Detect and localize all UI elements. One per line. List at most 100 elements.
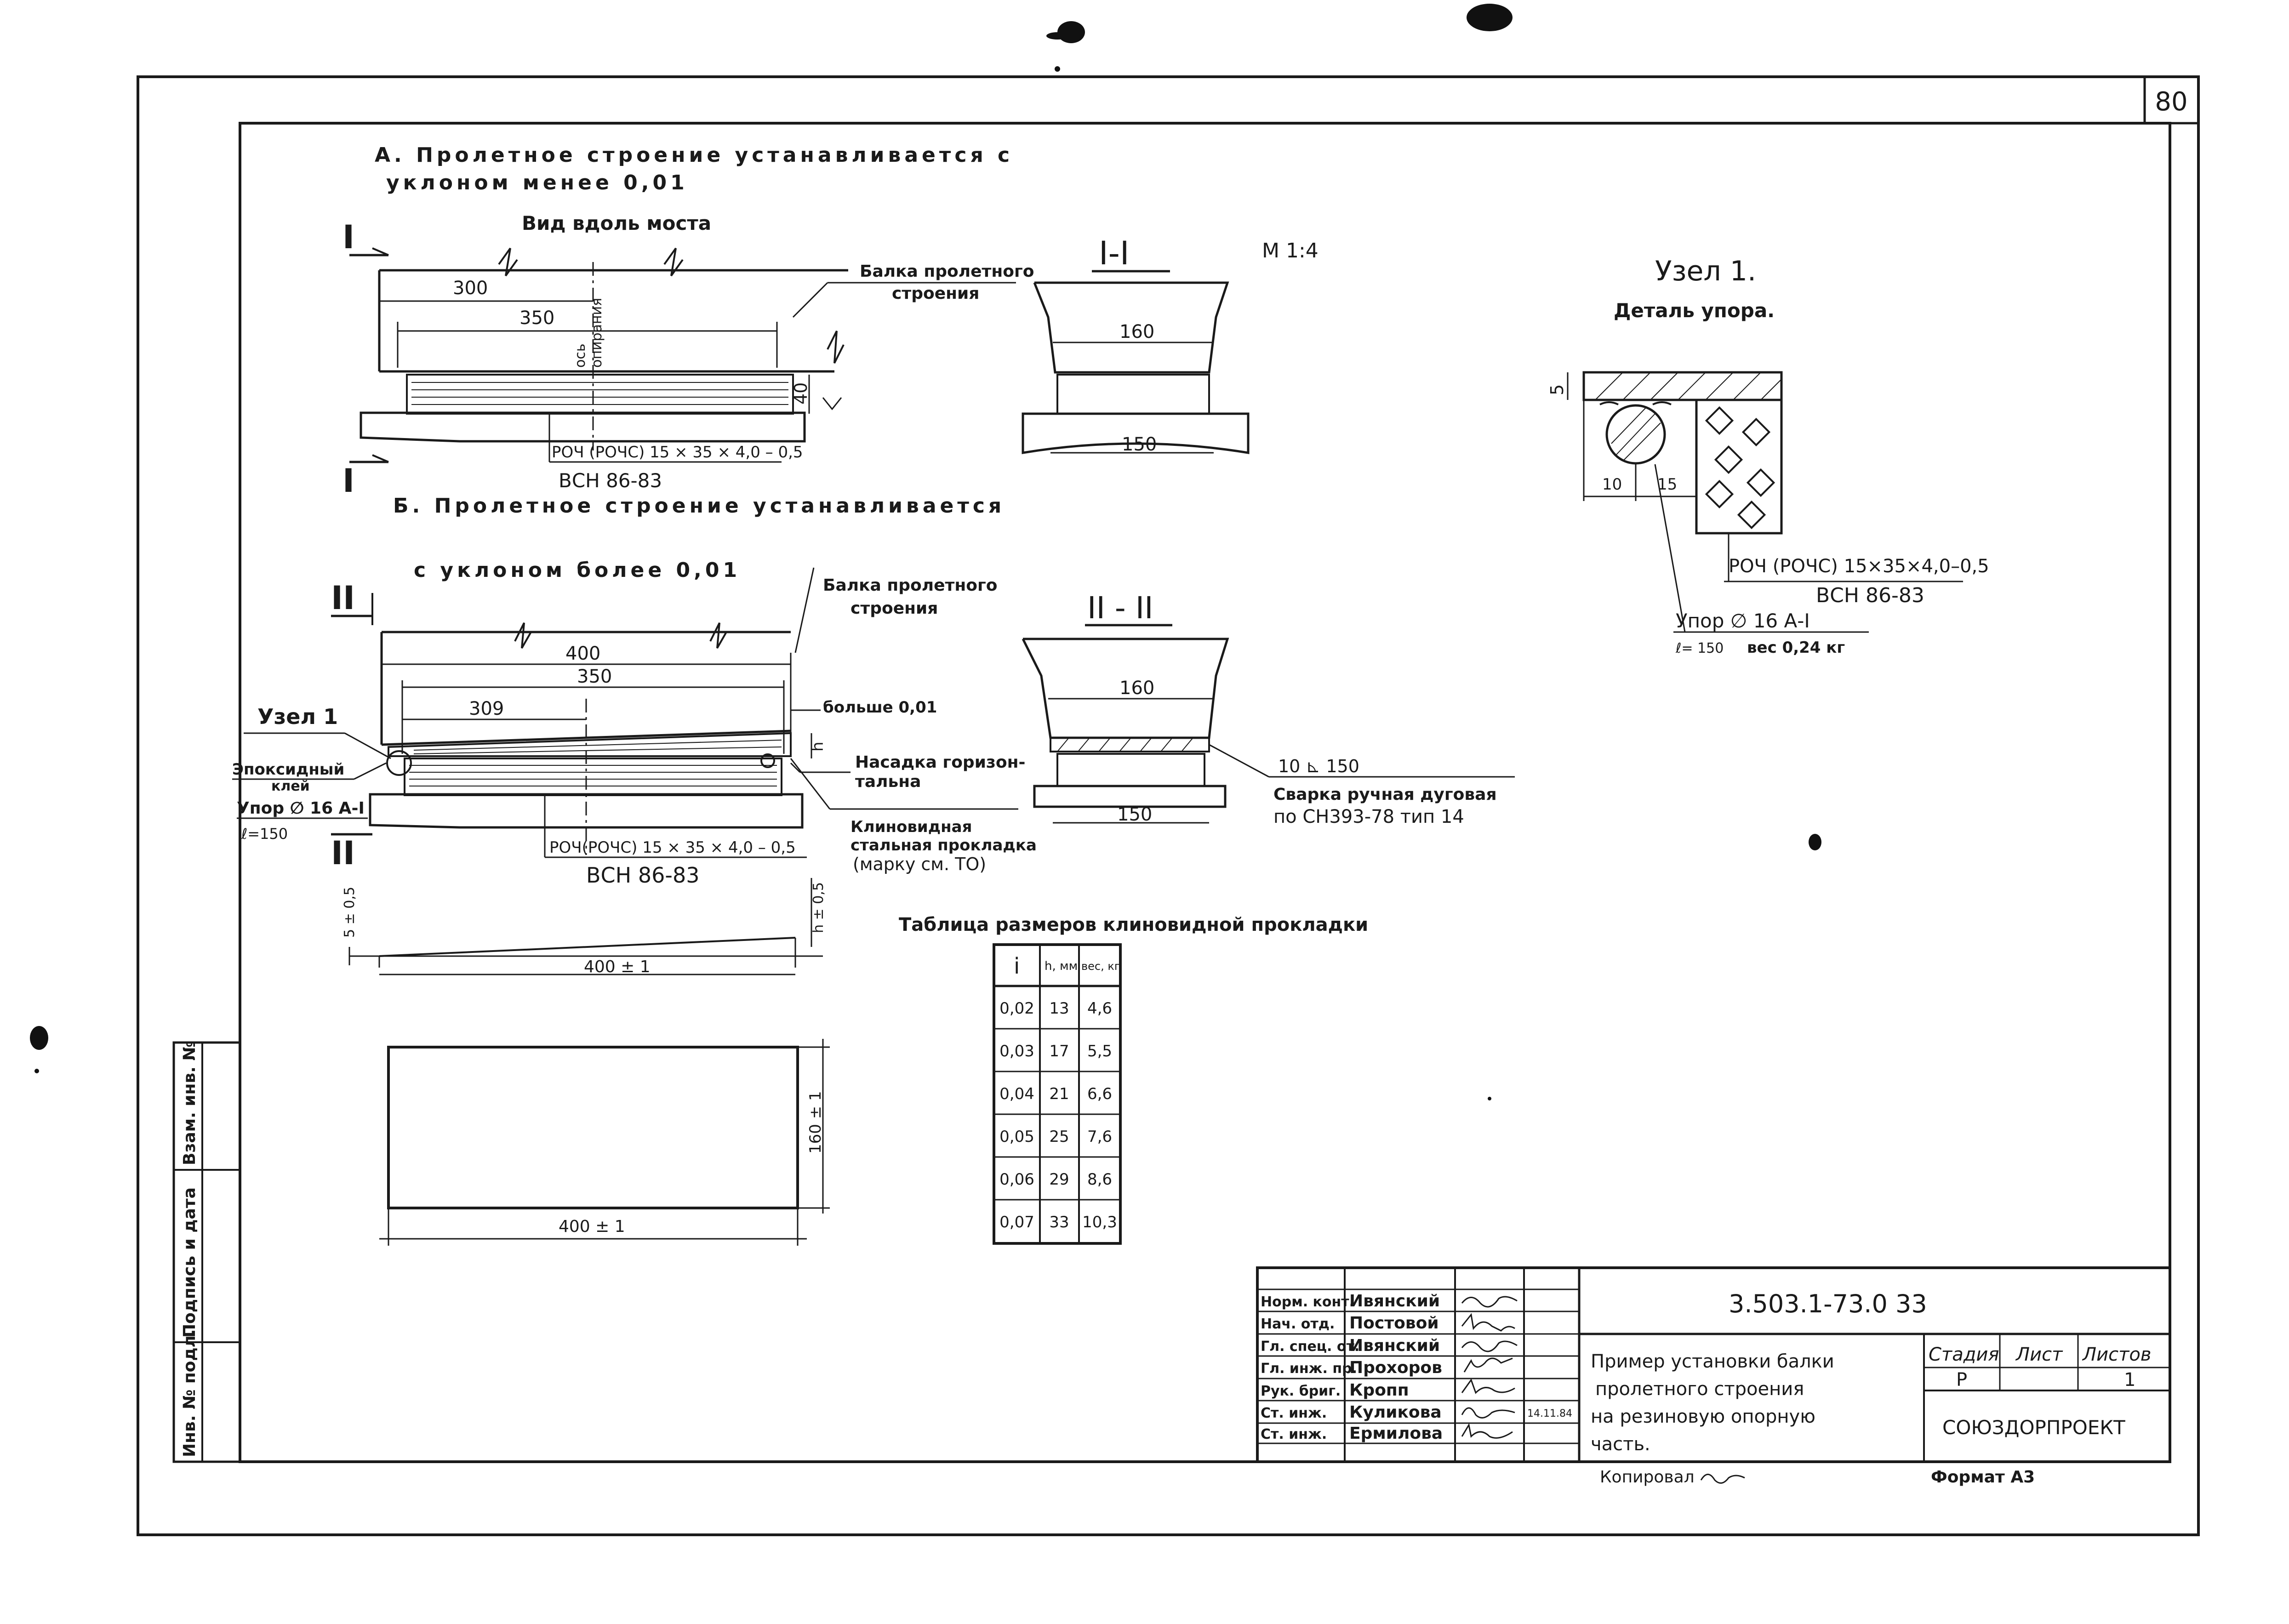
table-row: 0,05 25 7,6 xyxy=(999,1128,1112,1146)
table-cell: 5,5 xyxy=(1087,1042,1112,1060)
node1-pad xyxy=(1695,399,1783,535)
wedge-side-view: 5 ± 0,5 h ± 0,5 400 ± 1 xyxy=(342,878,827,976)
view-b-dim-400: 400 xyxy=(565,643,600,664)
role-title: Ст. инж. xyxy=(1261,1426,1327,1442)
title-block: 3.503.1-73.0 33 Норм. конт. Ивянский Нач… xyxy=(1256,1266,2171,1487)
role-title: Нач. отд. xyxy=(1261,1316,1335,1332)
table-row: 0,04 21 6,6 xyxy=(999,1085,1112,1103)
table-cell: 0,03 xyxy=(999,1042,1034,1060)
section-2-dim-160: 160 xyxy=(1119,678,1154,699)
view-b-wedge-label-1: Клиновидная xyxy=(851,818,972,836)
description-line2: пролетного строения xyxy=(1595,1379,1804,1400)
view-a-beam-label-2: строения xyxy=(892,284,979,303)
node1-title: Узел 1. xyxy=(1655,255,1756,287)
node1-subtitle: Деталь упора. xyxy=(1614,299,1775,322)
section-2: II - II 160 150 10 ⊾ 150 Сварка ручная д… xyxy=(1022,590,1515,827)
scan-specks xyxy=(30,4,1821,1100)
note-b-line2: с уклоном более 0,01 xyxy=(414,558,741,582)
view-b-stop-label: Упор ∅ 16 А-I xyxy=(237,799,365,818)
signature xyxy=(1461,1378,1515,1394)
strip-signature-date: Подпись и дата xyxy=(180,1187,199,1338)
note-a-line2: уклоном менее 0,01 xyxy=(386,171,688,194)
role-row: Рук. бриг. Кропп xyxy=(1261,1378,1515,1400)
table-cell: 0,06 xyxy=(999,1170,1034,1189)
table-cell: 25 xyxy=(1049,1128,1069,1146)
role-name: Ивянский xyxy=(1349,1336,1440,1355)
table-header-weight: вес, кг xyxy=(1081,960,1120,973)
node1-pad-label: РОЧ (РОЧС) 15×35×4,0–0,5 xyxy=(1729,556,1989,577)
table-cell: 6,6 xyxy=(1087,1085,1112,1103)
node1-stop-label: Упор ∅ 16 А-I xyxy=(1676,610,1810,632)
signature xyxy=(1461,1313,1515,1332)
signature xyxy=(1463,1357,1513,1373)
section-1-dim-150: 150 xyxy=(1122,434,1157,455)
node1-dim-15: 15 xyxy=(1657,475,1677,494)
view-a-bearing-pad xyxy=(406,374,794,415)
view-b-epoxy-1: Эпоксидный xyxy=(232,760,344,779)
view-b-epoxy-2: клей xyxy=(271,778,310,794)
role-row: Гл. спец. от. Ивянский xyxy=(1261,1336,1518,1355)
view-b-h: h xyxy=(809,741,827,752)
role-title: Ст. инж. xyxy=(1261,1405,1327,1421)
view-a-beam-label-1: Балка пролетного xyxy=(860,262,1034,281)
role-row: Норм. конт. Ивянский xyxy=(1261,1292,1518,1311)
view-a-dim-350: 350 xyxy=(519,308,554,329)
left-strip: Инв. № подл. Подпись и дата Взам. инв. № xyxy=(172,1041,241,1463)
strip-replace-inv: Взам. инв. № xyxy=(180,1041,199,1165)
view-b-support xyxy=(369,793,804,829)
table-row: 0,07 33 10,3 xyxy=(999,1213,1117,1231)
scale-label: М 1:4 xyxy=(1262,239,1319,262)
role-name: Куликова xyxy=(1349,1403,1442,1422)
view-b-nozzle-1: Насадка горизон- xyxy=(855,753,1025,772)
view-a-pad-label: РОЧ (РОЧС) 15 × 35 × 4,0 – 0,5 xyxy=(552,443,803,462)
role-name: Ивянский xyxy=(1349,1292,1440,1311)
wedge-plan: 160 ± 1 400 ± 1 xyxy=(379,1039,830,1246)
table-cell: 8,6 xyxy=(1087,1170,1112,1189)
role-title: Гл. спец. от. xyxy=(1261,1339,1359,1355)
section-mark-2-top: II xyxy=(331,579,355,617)
section-1-title: I-I xyxy=(1099,234,1130,272)
section-1: I-I 160 150 xyxy=(1022,234,1250,455)
section-1-dim-160: 160 xyxy=(1119,321,1154,342)
role-date: 14.11.84 xyxy=(1527,1408,1572,1419)
table-cell: 10,3 xyxy=(1082,1213,1117,1231)
table-cell: 33 xyxy=(1049,1213,1069,1231)
organization: СОЮЗДОРПРОЕКТ xyxy=(1942,1416,2125,1439)
table-cell: 0,07 xyxy=(999,1213,1034,1231)
view-b-standard: ВСН 86-83 xyxy=(586,863,700,888)
role-name: Ермилова xyxy=(1349,1424,1443,1443)
section-2-dim-150: 150 xyxy=(1117,804,1152,825)
view-b: II II 400 350 309 xyxy=(232,567,1037,888)
sheets-value: 1 xyxy=(2124,1369,2135,1390)
view-b-wedge-label-2: стальная прокладка xyxy=(851,836,1037,855)
signature xyxy=(1461,1407,1515,1419)
table-row: 0,02 13 4,6 xyxy=(999,999,1112,1018)
table-header-i: i xyxy=(1014,953,1020,979)
view-a-dim-300: 300 xyxy=(453,278,488,299)
outer-border xyxy=(137,75,2200,1536)
table-cell: 7,6 xyxy=(1087,1128,1112,1146)
view-along-bridge-label: Вид вдоль моста xyxy=(522,212,711,234)
page-number: 80 xyxy=(2155,87,2187,117)
view-b-bearing-pad xyxy=(404,758,782,796)
wedge-plan-rect xyxy=(387,1046,799,1209)
wedge-dim-h: h ± 0,5 xyxy=(811,882,827,933)
copied-label: Копировал xyxy=(1600,1468,1695,1487)
view-b-pad-label: РОЧ(РОЧС) 15 × 35 × 4,0 – 0,5 xyxy=(549,838,796,857)
table-cell: 17 xyxy=(1049,1042,1069,1060)
stage-header: Стадия xyxy=(1929,1344,1999,1365)
view-a-dim-40: 40 xyxy=(791,382,811,405)
strip-inv-no: Инв. № подл. xyxy=(180,1329,199,1457)
doc-code: 3.503.1-73.0 33 xyxy=(1729,1289,1927,1318)
table-title: Таблица размеров клиновидной прокладки xyxy=(899,914,1368,935)
signature xyxy=(1461,1296,1518,1308)
node1-standard: ВСН 86-83 xyxy=(1816,584,1924,607)
signature xyxy=(1461,1423,1513,1439)
table-row: 0,03 17 5,5 xyxy=(999,1042,1112,1060)
wedge-dim-400: 400 ± 1 xyxy=(584,957,651,976)
view-b-length: ℓ=150 xyxy=(241,825,288,843)
format-label: Формат А3 xyxy=(1931,1468,2035,1487)
table-cell: 13 xyxy=(1049,999,1069,1018)
role-title: Норм. конт. xyxy=(1261,1294,1354,1310)
